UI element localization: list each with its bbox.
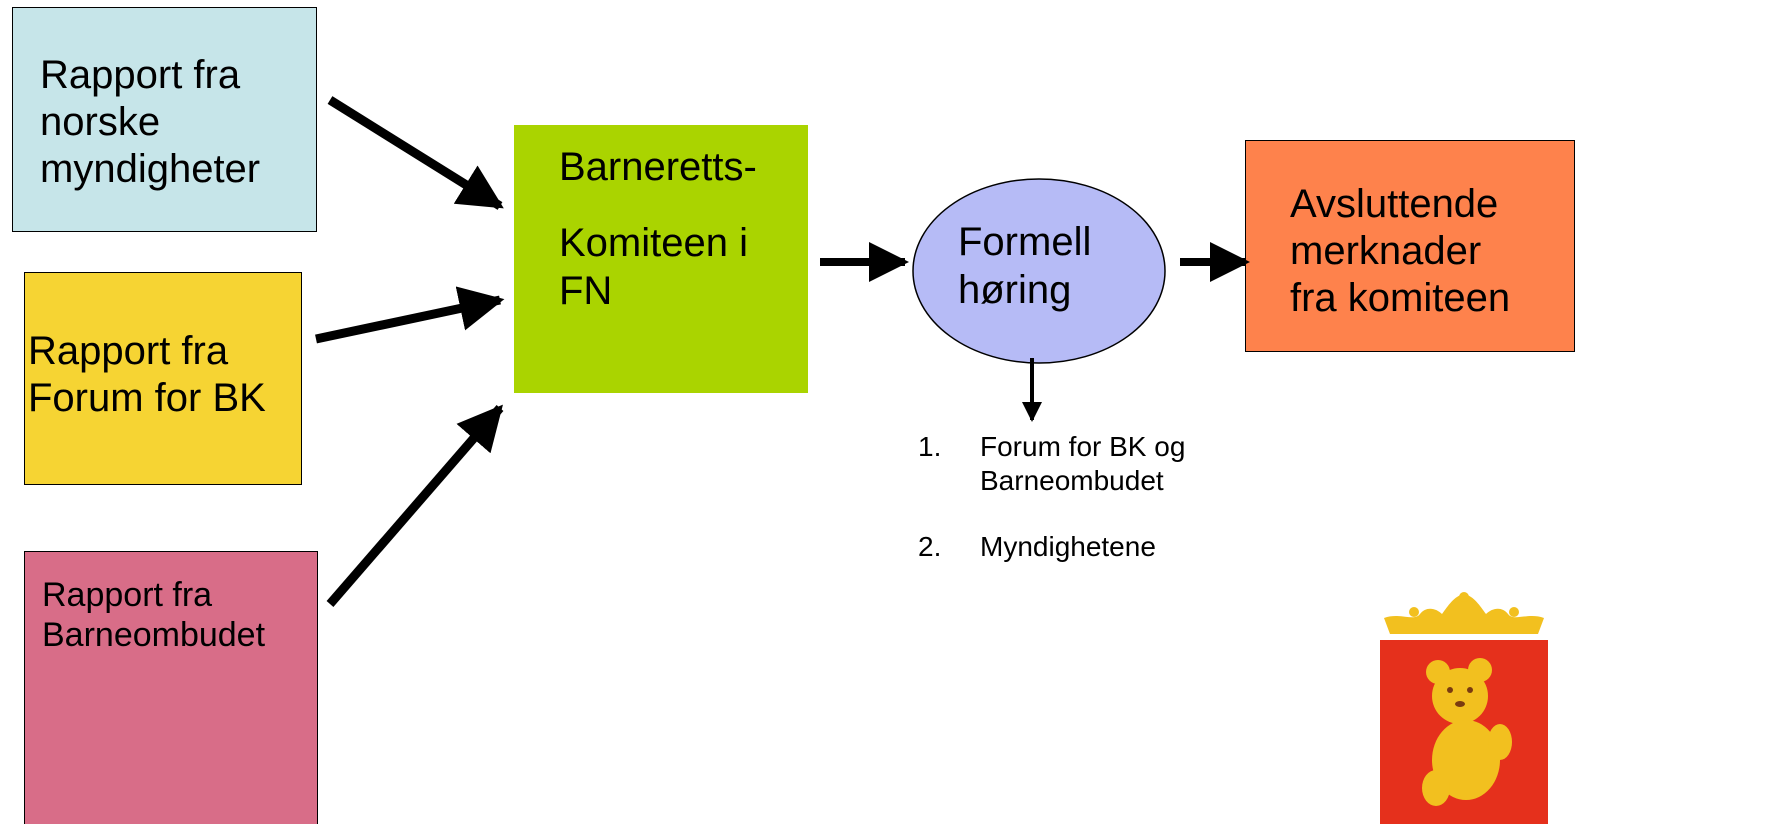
hearing-ellipse [912, 178, 1166, 364]
arrow-forum-to-komite [315, 286, 505, 344]
teddy-bear-icon [1422, 658, 1512, 806]
komite-label-line2: Komiteen i FN [559, 221, 748, 313]
box-rapport-barneombudet: Rapport fra Barneombudet [24, 551, 318, 824]
hearing-label: Formell høring [958, 220, 1092, 312]
crown-icon [1384, 592, 1544, 634]
participant-text: Forum for BK og Barneombudet [980, 431, 1186, 497]
box-rapport-forum-label: Rapport fra Forum for BK [28, 329, 266, 420]
box-rapport-barneombudet-label: Rapport fra Barneombudet [42, 576, 266, 654]
participant-text: Myndighetene [980, 531, 1156, 562]
box-rapport-myndigheter: Rapport fra norske myndigheter [12, 7, 317, 232]
box-rapport-forum: Rapport fra Forum for BK [24, 272, 302, 485]
komite-label-line1: Barneretts- [559, 145, 757, 189]
participant-number: 1. [918, 431, 942, 462]
box-barnerettskomiteen: Barneretts- Komiteen i FN [514, 125, 808, 393]
arrow-barneombudet-to-komite [326, 404, 504, 607]
crown-shield-logo [1380, 592, 1548, 824]
box-avsluttende-merknader: Avsluttende merknader fra komiteen [1245, 140, 1575, 352]
arrow-myndigheter-to-komite [327, 96, 504, 210]
teddy-bear-face [1447, 687, 1473, 707]
box-avsluttende-merknader-label: Avsluttende merknader fra komiteen [1290, 182, 1511, 320]
participant-number: 2. [918, 531, 942, 562]
box-rapport-myndigheter-label: Rapport fra norske myndigheter [40, 53, 261, 191]
